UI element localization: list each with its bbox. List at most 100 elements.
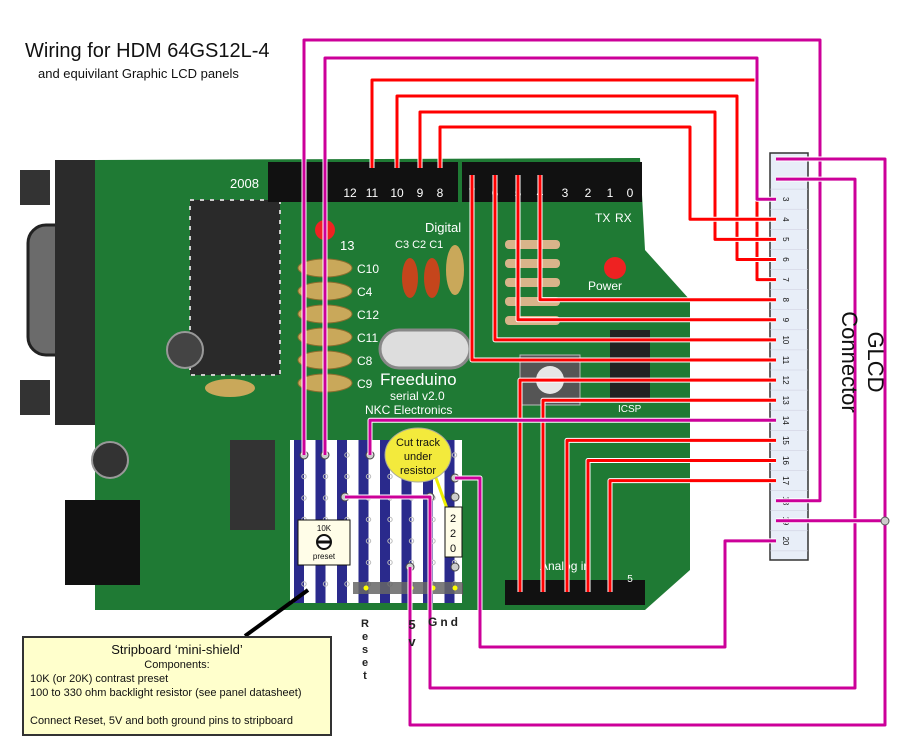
icsp-label: ICSP bbox=[618, 404, 642, 415]
wire-pin2-gnd bbox=[345, 177, 857, 690]
header-pin bbox=[363, 585, 369, 591]
capacitor-22p bbox=[424, 258, 440, 298]
glcd-label-line2: Connector bbox=[837, 311, 862, 413]
capacitor-label: C12 bbox=[357, 308, 379, 322]
wire-d4-pin8 bbox=[538, 175, 776, 302]
digital-pin-label: 12 bbox=[343, 186, 357, 200]
connector-pin-label: 5 bbox=[781, 237, 790, 242]
wire-a1-pin13 bbox=[541, 398, 776, 592]
analog-header bbox=[505, 580, 645, 605]
copper-track bbox=[358, 440, 369, 603]
stripboard-hole bbox=[322, 581, 329, 587]
power-led bbox=[604, 257, 626, 279]
connector-pin-label: 17 bbox=[781, 476, 790, 485]
resistor-digit: 2 bbox=[450, 528, 456, 540]
wire-d10-pin6 bbox=[395, 94, 776, 261]
header-pin bbox=[452, 585, 458, 591]
preset-value: 10K bbox=[317, 524, 332, 533]
stripboard-hole bbox=[365, 516, 372, 523]
digital-pin-label: 10 bbox=[390, 186, 404, 200]
board-year: 2008 bbox=[230, 176, 259, 191]
digital-label: Digital bbox=[425, 220, 461, 235]
digital-header-high bbox=[268, 162, 458, 202]
digital-header-low bbox=[462, 162, 642, 202]
connector-pin-label: 15 bbox=[781, 436, 790, 445]
digital-pin-label: 9 bbox=[417, 186, 424, 200]
page-title: Wiring for HDM 64GS12L-4 bbox=[25, 40, 270, 62]
preset-label: preset bbox=[313, 552, 336, 561]
resistor bbox=[505, 278, 560, 287]
glcd-label-line1: GLCD bbox=[863, 331, 888, 393]
page-subtitle: and equivilant Graphic LCD panels bbox=[38, 66, 239, 81]
stripboard-hole bbox=[344, 452, 350, 458]
stripboard-hole bbox=[387, 516, 393, 523]
stripboard-hole bbox=[301, 473, 307, 480]
wire-a0-pin12 bbox=[518, 378, 776, 592]
wire-d8-pin4 bbox=[438, 125, 776, 221]
capacitor-100n bbox=[446, 245, 464, 295]
caps-top-label: C3 C2 C1 bbox=[395, 239, 443, 251]
wire-hole bbox=[450, 492, 460, 502]
power-label: Power bbox=[588, 279, 622, 293]
capacitor bbox=[91, 441, 129, 479]
stripboard-hole bbox=[408, 516, 415, 523]
wire-d6-pin10 bbox=[493, 175, 776, 342]
stripboard-hole bbox=[365, 538, 372, 544]
connector-pin-label: 20 bbox=[781, 536, 790, 545]
note-line: 10K (or 20K) contrast preset bbox=[30, 673, 169, 685]
connector-pin-label: 7 bbox=[781, 277, 790, 282]
connector-pin-label: 9 bbox=[781, 318, 790, 323]
stripboard-hole bbox=[387, 559, 393, 566]
resistor-digit: 2 bbox=[450, 513, 456, 525]
stripboard-hole bbox=[301, 495, 307, 501]
wire-a3-pin16 bbox=[586, 459, 776, 592]
wire-d9-pin5 bbox=[418, 110, 776, 241]
note-heading: Stripboard ‘mini-shield’ bbox=[111, 642, 243, 657]
copper-track bbox=[380, 440, 390, 603]
digital-pin-label: 0 bbox=[627, 186, 634, 200]
copper-track bbox=[401, 440, 412, 603]
stripboard-hole bbox=[301, 581, 307, 587]
connector-pin-label: 10 bbox=[781, 335, 790, 344]
resistor-digit: 0 bbox=[450, 543, 456, 555]
note-line: Connect Reset, 5V and both ground pins t… bbox=[30, 715, 293, 727]
rx-label: RX bbox=[615, 211, 632, 225]
board-brand: Freeduino bbox=[380, 370, 457, 389]
connector-pin-label: 3 bbox=[781, 197, 790, 202]
digital-pin-label: 3 bbox=[562, 186, 569, 200]
digital-pin-label: 2 bbox=[585, 186, 592, 200]
stripboard-hole bbox=[365, 473, 372, 480]
crystal bbox=[378, 328, 472, 370]
connector-pin-label: 14 bbox=[781, 416, 790, 425]
gnd-label: Gnd bbox=[428, 615, 461, 629]
capacitor-label: C8 bbox=[357, 354, 373, 368]
capacitor-label: C4 bbox=[357, 285, 373, 299]
capacitor bbox=[166, 331, 204, 369]
ceramic-capacitor bbox=[205, 379, 255, 397]
board-version: serial v2.0 bbox=[390, 389, 445, 403]
wire-d7-pin11 bbox=[470, 175, 776, 362]
stripboard-hole bbox=[365, 559, 372, 566]
callout-line bbox=[243, 588, 310, 638]
digital-pin-label: 8 bbox=[437, 186, 444, 200]
wire-d5-pin9 bbox=[516, 175, 776, 322]
capacitor-22p bbox=[402, 258, 418, 298]
5v-label: 5 v bbox=[408, 617, 416, 649]
connector-pin-label: 4 bbox=[781, 217, 790, 222]
connector-pin-label: 11 bbox=[781, 356, 790, 365]
backlight-resistor bbox=[444, 506, 463, 558]
connector-pin-label: 12 bbox=[781, 376, 790, 385]
wire-a4-pin17 bbox=[608, 479, 776, 592]
connector-pin-label: 6 bbox=[781, 257, 790, 262]
connector-pin-label: 13 bbox=[781, 396, 790, 405]
pin13-label: 13 bbox=[340, 238, 354, 253]
wire-a2-pin15 bbox=[565, 438, 776, 592]
resistor bbox=[505, 259, 560, 268]
atmega-chip bbox=[189, 199, 281, 376]
digital-pin-label: 1 bbox=[607, 186, 614, 200]
wire-preset-pin18 bbox=[302, 38, 822, 503]
stripboard-note: Stripboard ‘mini-shield’ Components: 10K… bbox=[22, 636, 332, 736]
glcd-connector-label: GLCD Connector bbox=[836, 292, 888, 432]
stripboard-hole bbox=[408, 538, 415, 544]
